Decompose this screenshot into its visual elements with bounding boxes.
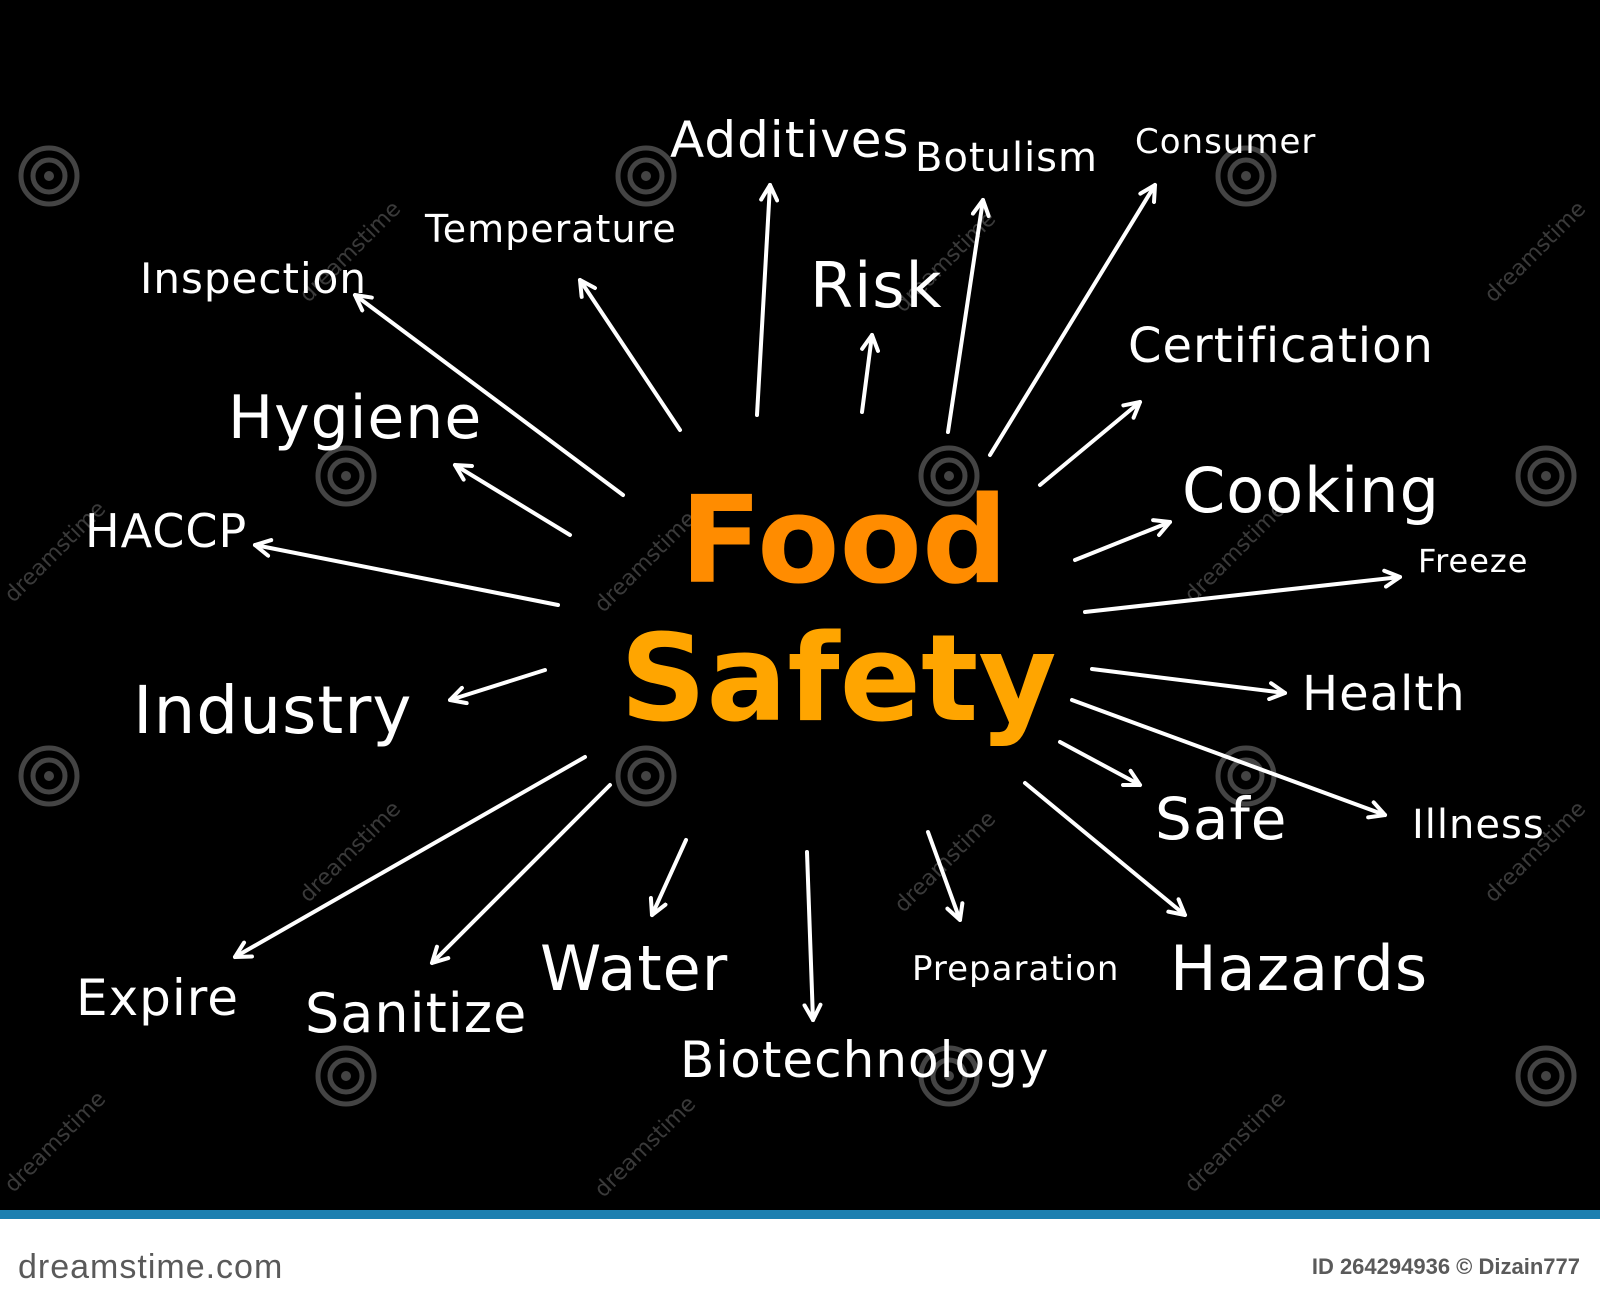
word-additives: Additives	[670, 111, 910, 169]
image-id-credit: ID 264294936 © Dizain777	[1311, 1254, 1580, 1279]
arrow-to-water	[648, 838, 688, 917]
word-hazards: Hazards	[1170, 932, 1429, 1005]
watermark-spiral-icon	[615, 145, 677, 207]
word-industry: Industry	[133, 672, 413, 749]
word-expire: Expire	[76, 969, 240, 1027]
watermark-spiral-icon	[315, 1045, 377, 1107]
watermark-spiral-icon	[1515, 1045, 1577, 1107]
word-temperature: Temperature	[425, 207, 677, 251]
arrow-to-preparation	[926, 830, 965, 922]
watermark-spiral-icon	[615, 745, 677, 807]
word-sanitize: Sanitize	[305, 982, 528, 1045]
word-risk: Risk	[810, 249, 943, 322]
brand-logo[interactable]: dreamstime.com	[18, 1248, 284, 1286]
arrow-to-botulism	[946, 198, 991, 434]
arrow-to-biotechnology	[802, 850, 823, 1022]
arrow-to-risk	[860, 333, 881, 414]
watermark-spiral-icon	[1515, 445, 1577, 507]
watermark-spiral-icon	[1215, 745, 1277, 807]
central-topic-line1: Food	[680, 472, 1008, 611]
word-inspection: Inspection	[140, 254, 367, 303]
word-consumer: Consumer	[1135, 122, 1317, 162]
watermark-spiral-icon	[1215, 145, 1277, 207]
watermark-spiral-icon	[18, 145, 80, 207]
footer-bar: dreamstime.com ID 264294936 © Dizain777	[0, 1210, 1600, 1299]
word-preparation: Preparation	[912, 949, 1120, 989]
word-freeze: Freeze	[1418, 542, 1529, 580]
arrow-to-expire	[233, 755, 587, 959]
word-safe: Safe	[1155, 785, 1288, 853]
arrow-to-hazards	[1023, 781, 1187, 917]
arrow-to-health	[1090, 667, 1287, 702]
word-hygiene: Hygiene	[228, 383, 483, 453]
arrow-to-additives	[755, 183, 780, 417]
arrow-to-cooking	[1073, 518, 1172, 562]
central-topic-line2: Safety	[620, 610, 1057, 749]
word-biotechnology: Biotechnology	[680, 1031, 1050, 1089]
word-cooking: Cooking	[1182, 454, 1440, 527]
arrow-to-industry	[448, 668, 547, 706]
watermark-spiral-icon	[315, 445, 377, 507]
arrow-to-haccp	[252, 538, 560, 607]
watermark-spiral-icon	[18, 745, 80, 807]
watermark-spiral-icon	[918, 1045, 980, 1107]
word-botulism: Botulism	[915, 135, 1098, 181]
arrows-layer	[233, 183, 1402, 1022]
arrow-to-illness	[1070, 698, 1387, 820]
word-water: Water	[540, 932, 729, 1005]
arrow-to-freeze	[1083, 568, 1402, 614]
mind-map-canvas: dreamstime dreamstime dreamstime dreamst…	[0, 111, 1592, 1203]
arrow-to-certification	[1038, 400, 1142, 487]
watermark-spiral-icon	[918, 445, 980, 507]
arrow-to-consumer	[988, 183, 1157, 457]
arrow-to-inspection	[353, 293, 625, 497]
arrow-to-sanitize	[430, 783, 612, 965]
word-certification: Certification	[1128, 318, 1434, 374]
arrow-to-temperature	[578, 278, 682, 432]
arrow-to-safe	[1058, 740, 1142, 787]
footer-accent-band	[0, 1210, 1600, 1219]
arrow-to-hygiene	[453, 463, 572, 537]
word-health: Health	[1302, 666, 1466, 722]
word-illness: Illness	[1412, 802, 1545, 848]
word-haccp: HACCP	[85, 504, 248, 558]
